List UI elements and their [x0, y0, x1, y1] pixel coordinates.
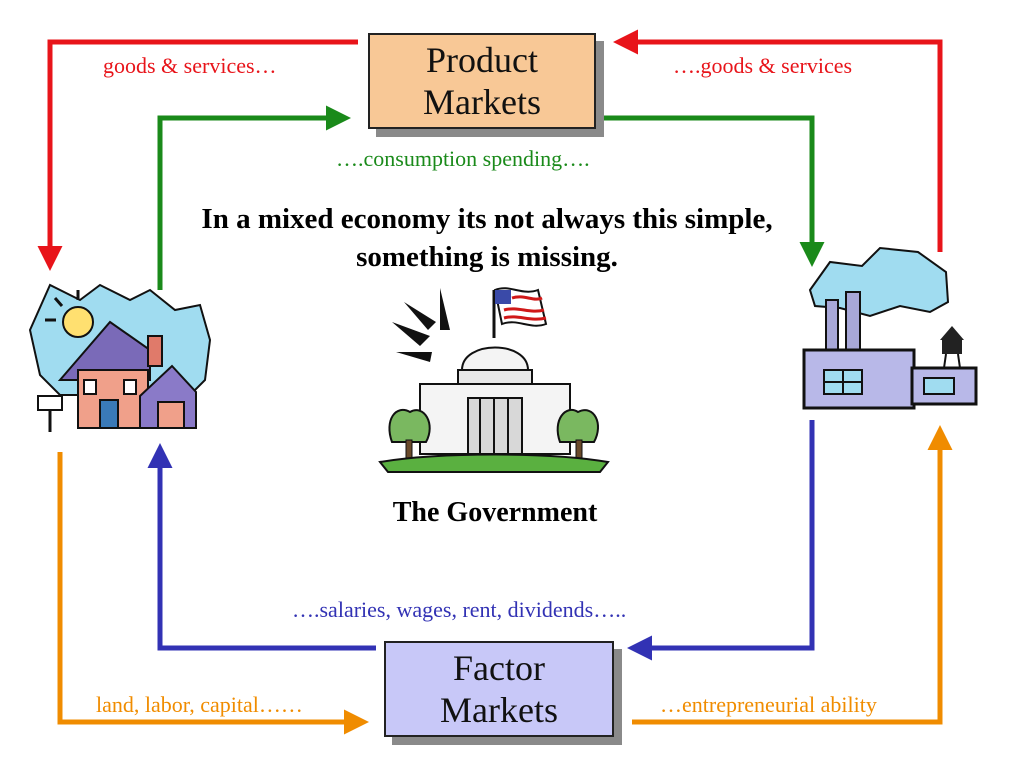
- house-icon: [28, 283, 212, 432]
- goods-services-right-label: ….goods & services: [673, 53, 853, 78]
- consumption-spending-label: ….consumption spending….: [336, 146, 590, 171]
- product-market-box: Product Markets: [368, 33, 596, 129]
- goods-services-left-label: goods & services…: [103, 53, 277, 78]
- arrow-goods-from-firms: [613, 29, 943, 252]
- product-market-line1: Product: [426, 40, 538, 80]
- factor-market-box: Factor Markets: [384, 641, 614, 737]
- product-market-line2: Markets: [423, 82, 541, 122]
- government-title: The Government: [392, 497, 598, 528]
- salaries-wages-label: ….salaries, wages, rent, dividends…..: [292, 597, 627, 622]
- factor-market-line2: Markets: [440, 690, 558, 730]
- land-labor-capital-label: land, labor, capital……: [96, 692, 303, 717]
- arrow-income-from-firms: [627, 420, 815, 661]
- arrow-resources-to-firms: [632, 425, 953, 725]
- factory-icon: [802, 246, 978, 410]
- arrow-consumption-to-product: [157, 105, 351, 290]
- headline: In a mixed economy its not always this s…: [201, 203, 773, 273]
- entrepreneurial-ability-label: …entrepreneurial ability: [660, 692, 877, 717]
- capitol-building-icon: [378, 287, 610, 473]
- factor-market-line1: Factor: [453, 648, 545, 688]
- arrow-resources-from-households: [57, 452, 369, 735]
- arrow-consumption-to-firms: [604, 115, 825, 267]
- arrow-goods-to-households: [37, 39, 358, 271]
- arrow-income-to-households: [147, 443, 376, 651]
